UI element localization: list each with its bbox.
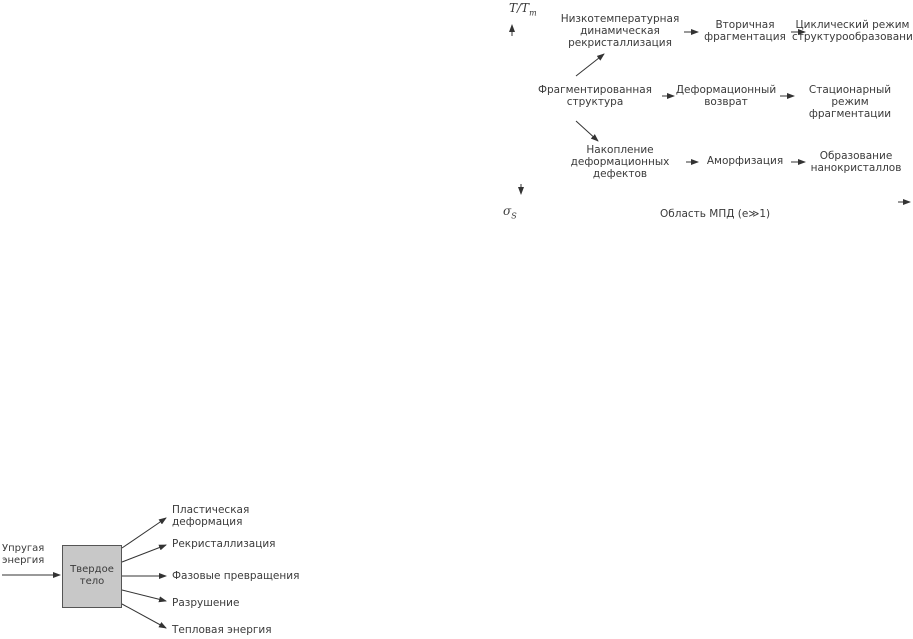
node-cyclic-mode: Циклический режим структурообразования: [792, 19, 913, 43]
x-axis-label-main: σ: [503, 204, 512, 218]
x-axis-label-sub: S: [511, 211, 517, 221]
arrow-fragmented-to-ltr: [575, 53, 605, 77]
x-axis-label: σS: [503, 205, 517, 222]
output-phase-transformations: Фазовые превращения: [172, 570, 300, 582]
input-label-elastic-energy: Упругая энергия: [2, 543, 45, 566]
y-axis-label-sub: m: [529, 8, 537, 18]
node-secondary-fragmentation: Вторичная фрагментация: [704, 19, 786, 43]
arrow-box-to-recrystallization: [121, 544, 167, 563]
node-defect-accumulation: Накопление деформационных дефектов: [570, 144, 670, 180]
y-axis-label: T/Tm: [509, 2, 537, 19]
node-amorphization: Аморфизация: [706, 155, 784, 167]
solid-body-label: Твердое тело: [70, 564, 114, 587]
node-deformation-recovery: Деформационный возврат: [675, 84, 777, 108]
node-fragmented-structure: Фрагментированная структура: [537, 84, 653, 108]
arrow-fragmented-to-defects: [575, 120, 599, 142]
node-low-temp-recrystallization: Низкотемпературная динамическая рекриста…: [560, 13, 680, 49]
y-axis-label-main: T/T: [509, 1, 530, 15]
arrow-box-to-fracture: [121, 589, 167, 603]
arrow-box-to-heat: [121, 603, 167, 629]
output-recrystallization: Рекристаллизация: [172, 538, 276, 550]
output-plastic-deformation: Пластическая деформация: [172, 504, 250, 528]
arrow-box-to-plastic: [121, 517, 167, 549]
x-axis-annotation: Область МПД (e≫1): [660, 208, 771, 220]
node-stationary-fragmentation: Стационарный режим фрагментации: [808, 84, 892, 120]
output-fracture: Разрушение: [172, 597, 240, 609]
node-nanocrystal-formation: Образование нанокристаллов: [810, 150, 902, 174]
solid-body-box: Твердое тело: [62, 545, 122, 608]
output-heat-energy: Тепловая энергия: [172, 624, 272, 636]
